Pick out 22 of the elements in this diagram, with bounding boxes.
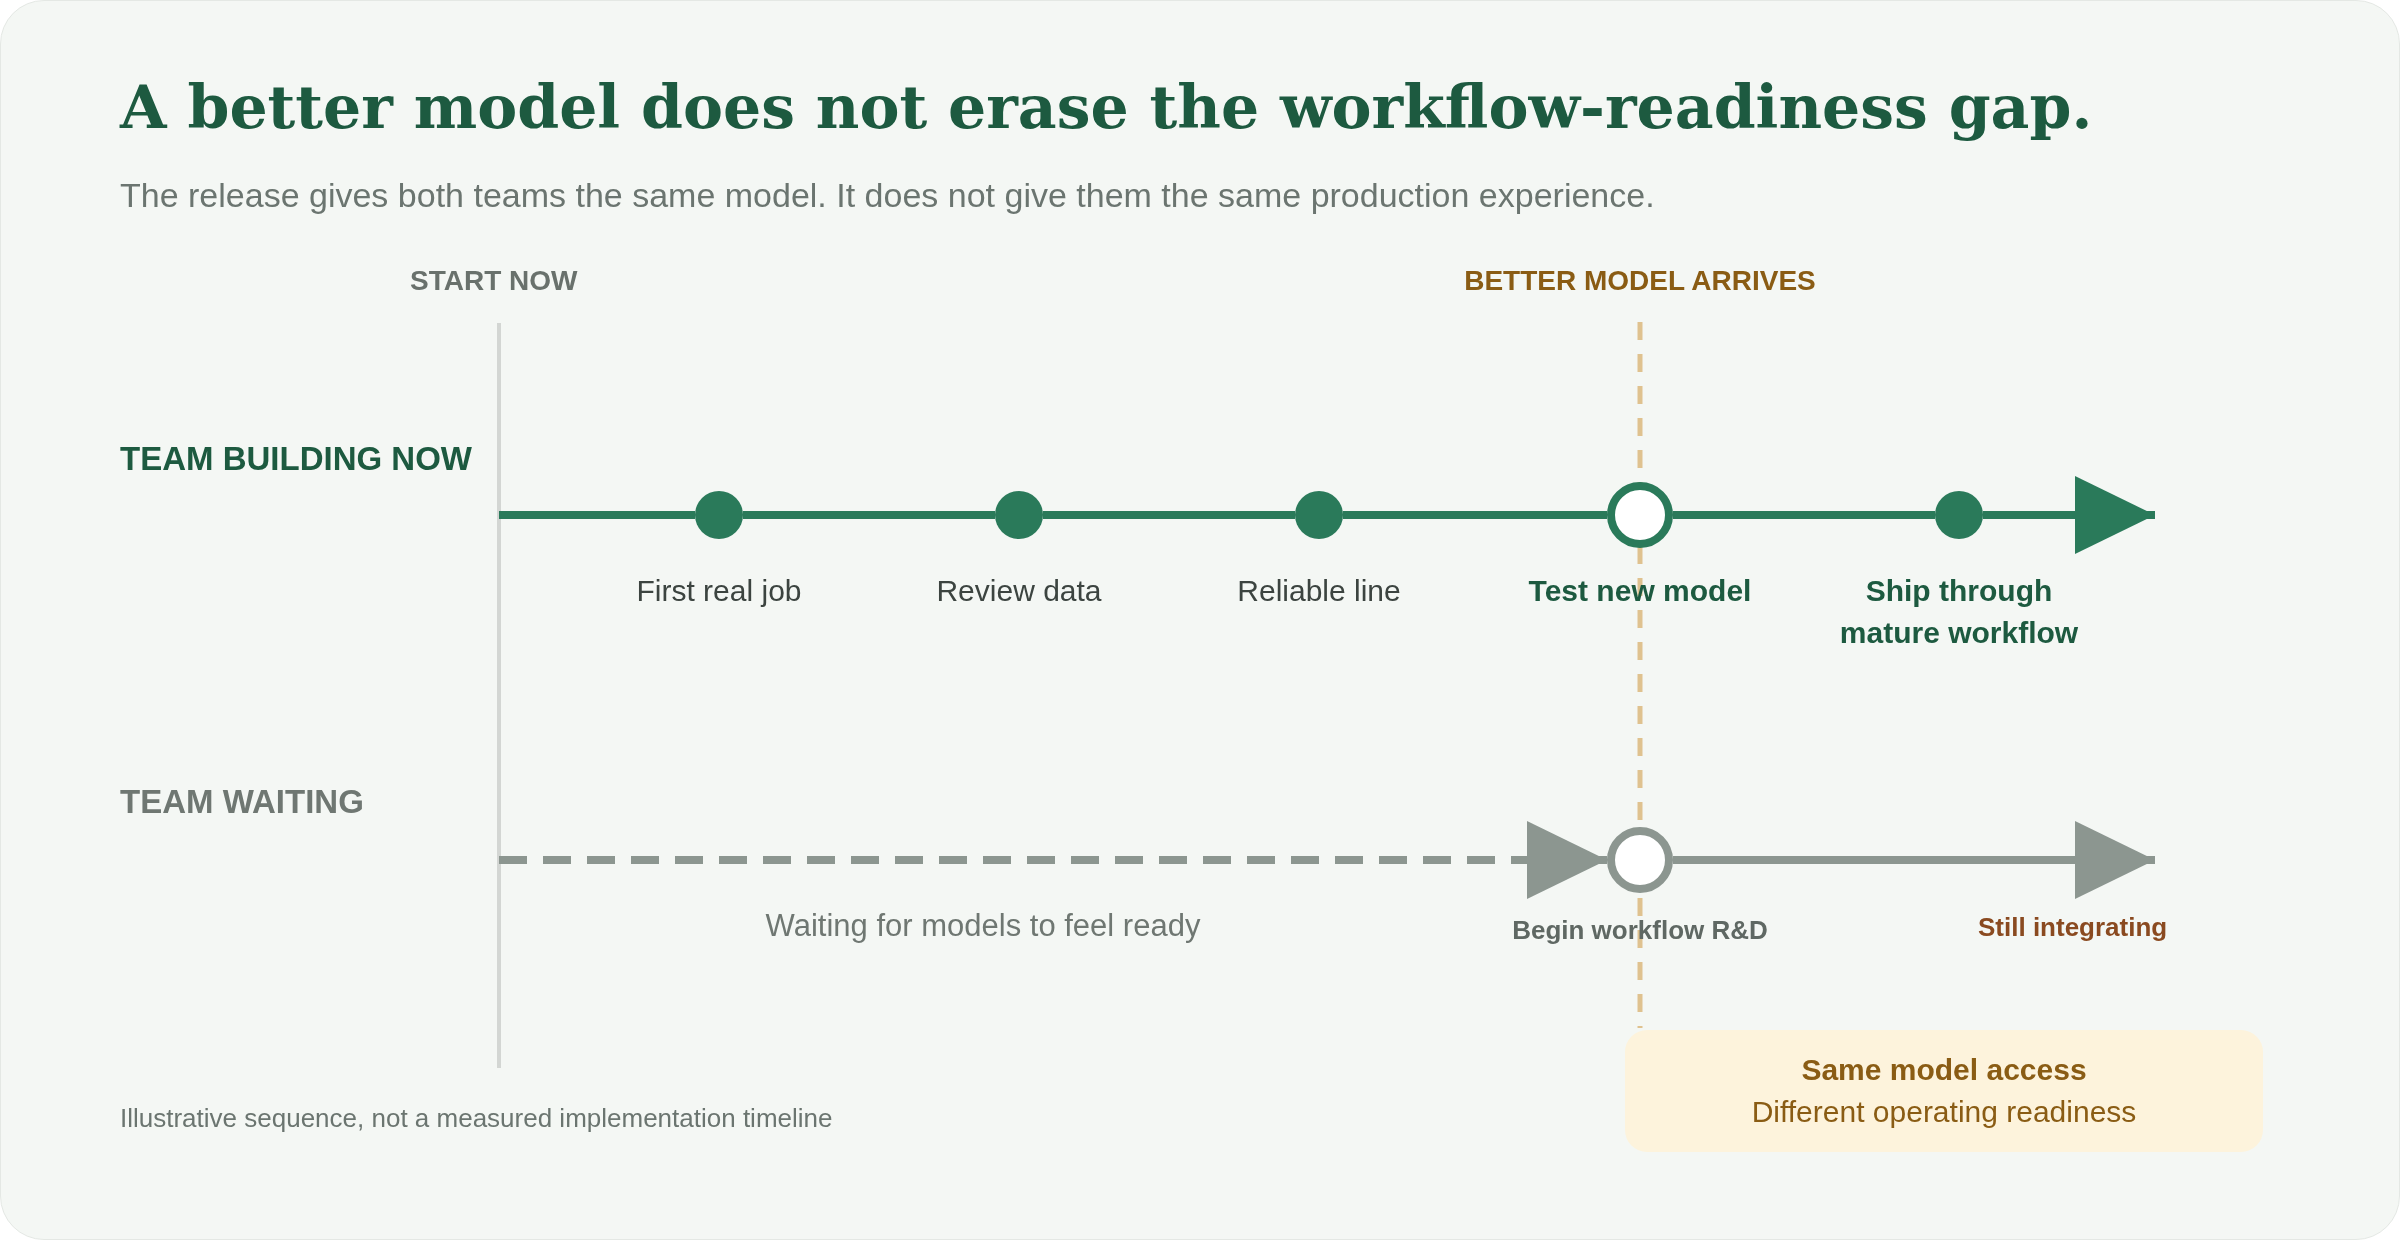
timeline-line [743,511,995,519]
note-heading: Same model access [1801,1053,2087,1087]
row-heading: TEAM BUILDING NOW [120,440,472,478]
column-heading: START NOW [410,265,578,297]
edge-label: Waiting for models to feel ready [765,908,1201,944]
milestone-label: First real job [635,573,803,609]
row-heading: TEAM WAITING [120,783,364,821]
milestone-label: Test new model [1527,573,1753,609]
note-box [1625,1030,2263,1152]
note-text: Different operating readiness [1751,1095,2137,1129]
timeline-line [1673,511,1935,519]
column-heading: BETTER MODEL ARRIVES [1464,265,1816,297]
timeline-line [1343,511,1607,519]
title: A better model does not erase the workflow-readiness gap. [120,72,2093,142]
milestone-label: Review data [935,573,1103,609]
milestone-label: Begin workflow R&D [1511,914,1769,947]
subtitle: The release gives both teams the same model. It does not give them the same production experience. [120,176,1655,215]
end-label: Still integrating [1978,912,2168,943]
milestone-label: Reliable line [1236,573,1402,609]
timeline-line [1043,511,1295,519]
milestone-label: Ship through mature workflow [1838,573,2080,651]
footnote: Illustrative sequence, not a measured implementation timeline [120,1103,833,1134]
